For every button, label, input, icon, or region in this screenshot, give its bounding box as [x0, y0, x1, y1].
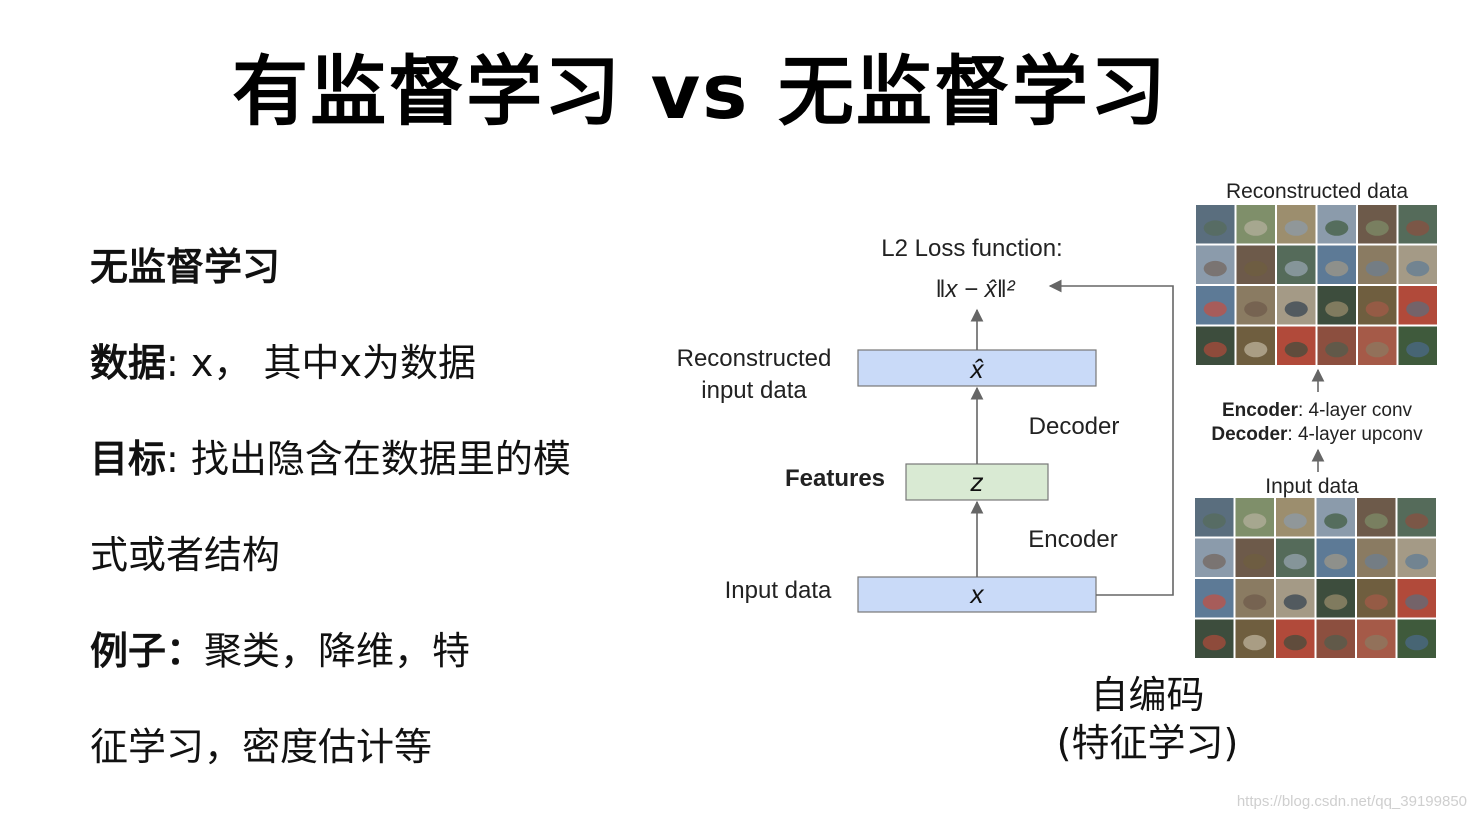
- thumbnail-subject: [1405, 513, 1429, 529]
- grid-top-title: Reconstructed data: [1226, 180, 1408, 203]
- features-box: [905, 463, 1049, 501]
- thumbnail-subject: [1364, 553, 1388, 570]
- thumbnail-subject: [1324, 634, 1348, 651]
- thumbnail-subject: [1364, 594, 1388, 610]
- decoder-desc-bold: Decoder: [1211, 424, 1288, 445]
- thumbnail-subject: [1284, 260, 1308, 277]
- thumbnail-subject: [1365, 260, 1389, 277]
- goal-line-2: 式或者结构: [90, 533, 281, 577]
- thumbnail-subject: [1284, 220, 1308, 236]
- thumbnail-subject: [1364, 513, 1388, 529]
- features-box-symbol: z: [970, 467, 984, 497]
- thumbnail-subject: [1325, 301, 1349, 317]
- thumbnail-subject: [1283, 594, 1307, 610]
- reconstructed-image-grid: [1196, 205, 1437, 365]
- thumbnail-subject: [1324, 594, 1348, 610]
- encoder-desc-text: : 4-layer conv: [1298, 400, 1413, 421]
- thumbnail-subject: [1203, 260, 1227, 277]
- example-line-2: 征学习，密度估计等: [90, 725, 433, 769]
- unsupervised-heading: 无监督学习: [90, 245, 281, 289]
- thumbnail-subject: [1406, 301, 1430, 317]
- encoder-label: Encoder: [1028, 526, 1117, 553]
- input-box-symbol: x: [969, 579, 985, 609]
- thumbnail-subject: [1283, 513, 1307, 529]
- encoder-desc-bold: Encoder: [1222, 400, 1299, 421]
- data-label: 数据: [90, 341, 167, 385]
- thumbnail-subject: [1243, 513, 1267, 529]
- loss-formula: ‖x − x̂‖²: [935, 276, 1015, 303]
- slide-title: 有监督学习 vs 无监督学习: [232, 47, 1168, 136]
- thumbnail-subject: [1365, 341, 1389, 358]
- thumbnail-subject: [1405, 634, 1429, 651]
- grid-bottom-title: Input data: [1265, 475, 1359, 498]
- reconstructed-label-1: Reconstructed: [677, 345, 832, 372]
- thumbnail-subject: [1244, 341, 1268, 358]
- input-box: [857, 576, 1097, 613]
- thumbnail-subject: [1284, 341, 1308, 358]
- thumbnail-subject: [1202, 513, 1226, 529]
- thumbnail-subject: [1243, 634, 1267, 651]
- thumbnail-subject: [1244, 220, 1268, 236]
- features-label: Features: [785, 465, 885, 492]
- watermark: https://blog.csdn.net/qq_39199850: [1236, 793, 1467, 810]
- arrow-input-to-loss: [1048, 279, 1174, 596]
- thumbnail-subject: [1202, 594, 1226, 610]
- goal-text-1: : 找出隐含在数据里的模: [166, 437, 571, 481]
- input-image-grid: [1195, 498, 1436, 658]
- autoencoder-caption: 自编码 (特征学习): [1040, 672, 1255, 767]
- thumbnail-subject: [1244, 260, 1268, 277]
- thumbnail-subject: [1243, 594, 1267, 610]
- caption-line-1: 自编码: [1090, 673, 1205, 717]
- data-line: 数据: x， 其中x为数据: [90, 341, 476, 387]
- goal-line: 目标: 找出隐含在数据里的模: [90, 437, 571, 483]
- thumbnail-subject: [1243, 553, 1267, 570]
- thumbnail-subject: [1405, 553, 1429, 570]
- loss-title: L2 Loss function:: [881, 235, 1062, 262]
- example-text-1: 聚类，降维，特: [204, 629, 471, 673]
- data-text: : x， 其中x为数据: [166, 341, 476, 385]
- reconstructed-box-symbol: x̂: [969, 354, 985, 384]
- thumbnail-subject: [1364, 634, 1388, 651]
- thumbnail-subject: [1324, 513, 1348, 529]
- encoder-description: Encoder: 4-layer conv: [1222, 400, 1413, 421]
- reconstructed-box: [857, 349, 1097, 387]
- reconstructed-label-2: input data: [701, 377, 807, 404]
- thumbnail-subject: [1325, 220, 1349, 236]
- thumbnail-subject: [1244, 301, 1268, 317]
- thumbnail-subject: [1202, 634, 1226, 651]
- decoder-desc-text: : 4-layer upconv: [1287, 424, 1423, 445]
- thumbnail-subject: [1365, 301, 1389, 317]
- thumbnail-subject: [1283, 553, 1307, 570]
- decoder-label: Decoder: [1029, 413, 1120, 440]
- thumbnail-subject: [1203, 341, 1227, 358]
- goal-label: 目标: [90, 437, 167, 481]
- thumbnail-subject: [1203, 220, 1227, 236]
- thumbnail-subject: [1406, 341, 1430, 358]
- thumbnail-subject: [1405, 594, 1429, 610]
- input-label: Input data: [725, 577, 832, 604]
- example-line: 例子：聚类，降维，特: [90, 629, 470, 675]
- thumbnail-subject: [1325, 341, 1349, 358]
- thumbnail-subject: [1202, 553, 1226, 570]
- thumbnail-subject: [1283, 634, 1307, 651]
- thumbnail-subject: [1406, 220, 1430, 236]
- decoder-description: Decoder: 4-layer upconv: [1211, 424, 1423, 445]
- thumbnail-subject: [1203, 301, 1227, 317]
- thumbnail-subject: [1406, 260, 1430, 277]
- thumbnail-subject: [1365, 220, 1389, 236]
- caption-line-2: (特征学习): [1056, 720, 1239, 765]
- thumbnail-subject: [1325, 260, 1349, 277]
- thumbnail-subject: [1324, 553, 1348, 570]
- thumbnail-subject: [1284, 301, 1308, 317]
- example-label: 例子：: [90, 629, 205, 673]
